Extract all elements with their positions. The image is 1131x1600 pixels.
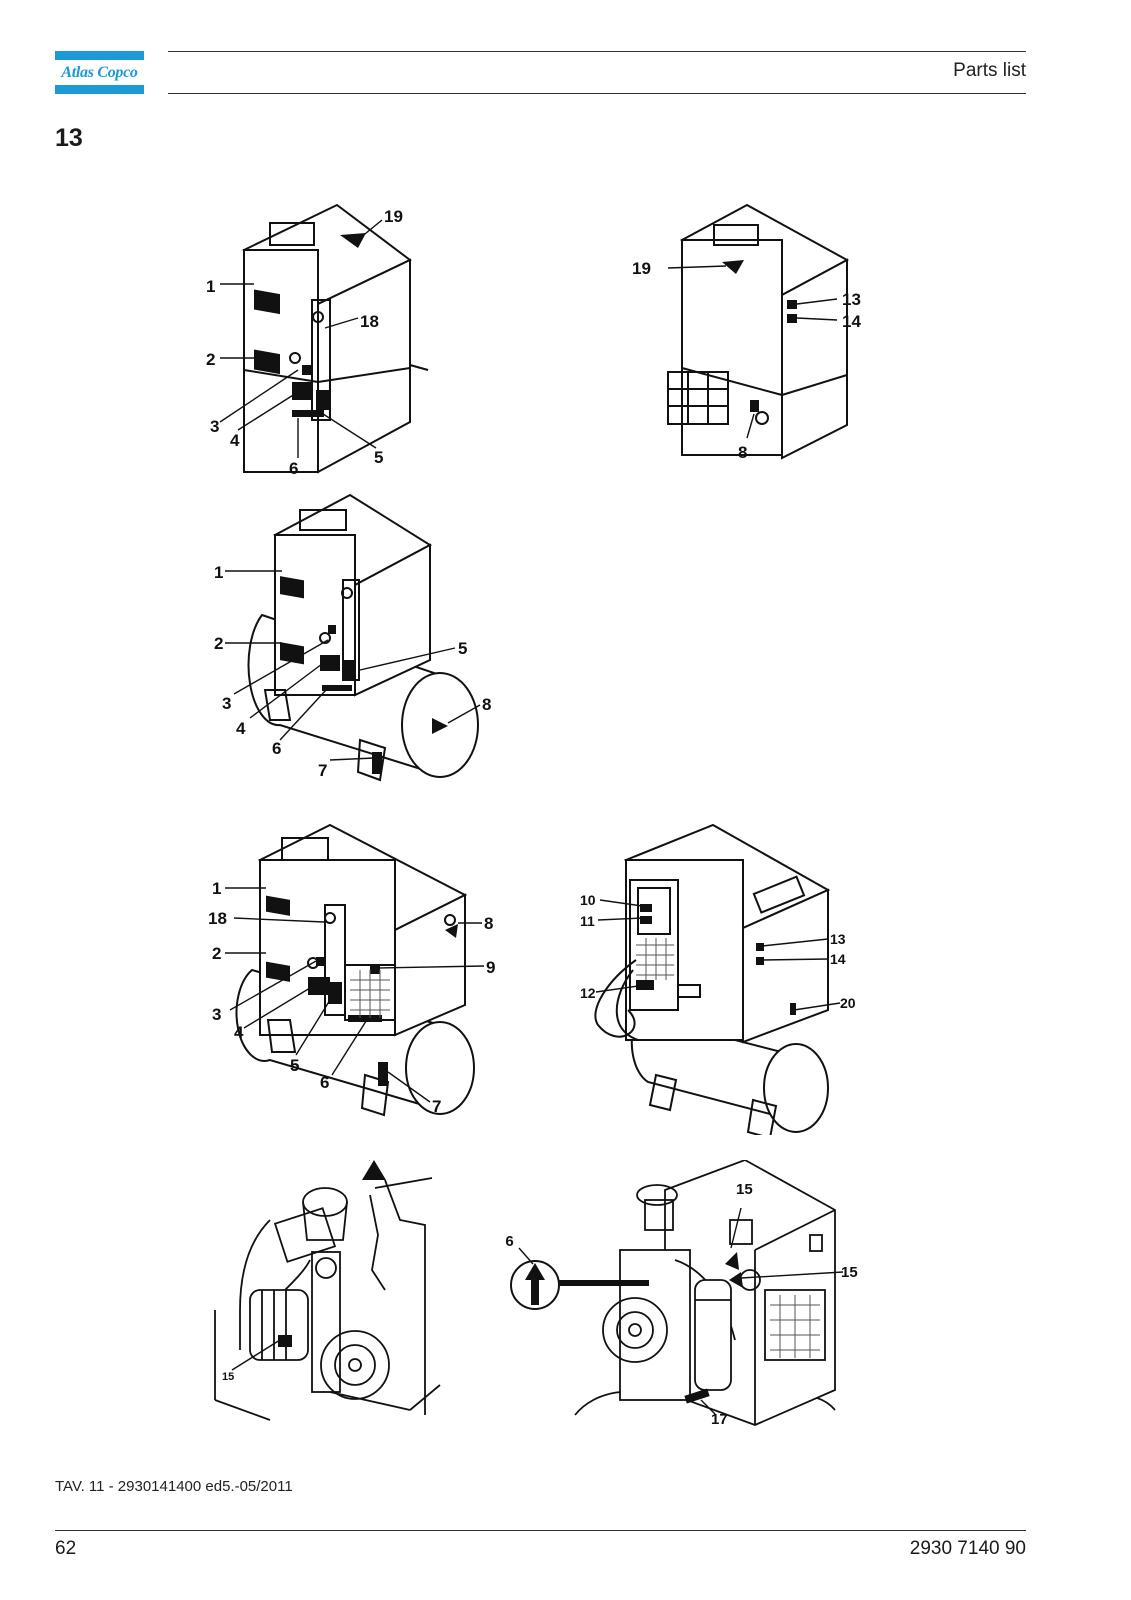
callout-8: 8 — [482, 695, 491, 714]
callout-1: 1 — [214, 563, 223, 582]
callout-8: 8 — [484, 914, 493, 933]
callout-8: 8 — [738, 443, 747, 462]
callout-6: 6 — [289, 459, 298, 478]
callout-5: 5 — [290, 1056, 299, 1075]
callout-5: 5 — [458, 639, 467, 658]
callout-6: 6 — [272, 739, 281, 758]
callout-2: 2 — [206, 350, 215, 369]
figure-bottom-right: 15 15 16 17 — [505, 1160, 890, 1445]
callout-16: 16 — [505, 1233, 514, 1250]
figure-lower-left: 1 18 2 3 4 5 6 7 8 9 — [200, 820, 510, 1135]
drawing-reference: TAV. 11 - 2930141400 ed5.-05/2011 — [55, 1478, 293, 1495]
atlas-copco-logo: Atlas Copco — [55, 51, 144, 94]
callout-12: 12 — [580, 985, 596, 1001]
callout-15: 15 — [222, 1371, 234, 1383]
document-number: 2930 7140 90 — [909, 1538, 1026, 1559]
callout-3: 3 — [212, 1005, 221, 1024]
figure-bottom-left: 13 15 — [210, 1160, 450, 1430]
callout-17: 17 — [711, 1411, 728, 1428]
callout-7: 7 — [432, 1097, 441, 1116]
logo-bar-bottom — [55, 85, 144, 94]
callout-14: 14 — [842, 312, 861, 331]
callout-2: 2 — [212, 944, 221, 963]
callout-10: 10 — [580, 892, 596, 908]
callout-19: 19 — [632, 259, 651, 278]
figure-top-left: 1 2 3 4 5 6 18 19 — [200, 200, 440, 485]
callout-11: 11 — [580, 913, 595, 929]
callout-15b: 15 — [841, 1264, 858, 1281]
figure-lower-right: 10 11 12 13 14 20 — [578, 820, 883, 1135]
callout-13: 13 — [830, 931, 846, 947]
callout-4: 4 — [230, 431, 240, 450]
callout-20: 20 — [840, 995, 856, 1011]
header-rule-top — [168, 51, 1026, 52]
callout-3: 3 — [210, 417, 219, 436]
callout-14: 14 — [830, 951, 846, 967]
callout-1: 1 — [212, 879, 221, 898]
callout-1: 1 — [206, 277, 215, 296]
callout-13: 13 — [842, 290, 861, 309]
logo-bar-top — [55, 51, 144, 60]
callout-4: 4 — [234, 1023, 244, 1042]
callout-6: 6 — [320, 1073, 329, 1092]
logo-wordmark: Atlas Copco — [61, 64, 138, 81]
callout-3: 3 — [222, 694, 231, 713]
callout-4: 4 — [236, 719, 246, 738]
callout-18: 18 — [208, 909, 227, 928]
callout-18: 18 — [360, 312, 379, 331]
figure-top-right: 19 13 14 8 — [632, 200, 882, 470]
plate-number: 13 — [55, 124, 83, 152]
footer-rule — [55, 1530, 1026, 1531]
callout-2: 2 — [214, 634, 223, 653]
callout-15: 15 — [736, 1181, 753, 1198]
figure-middle-left: 1 2 3 4 5 6 7 8 — [200, 490, 510, 790]
callout-9: 9 — [486, 958, 495, 977]
callout-19: 19 — [384, 207, 403, 226]
callout-7: 7 — [318, 761, 327, 780]
header-rule-bottom — [168, 93, 1026, 94]
section-title: Parts list — [953, 60, 1026, 81]
page-number: 62 — [55, 1538, 77, 1559]
callout-5: 5 — [374, 448, 383, 467]
